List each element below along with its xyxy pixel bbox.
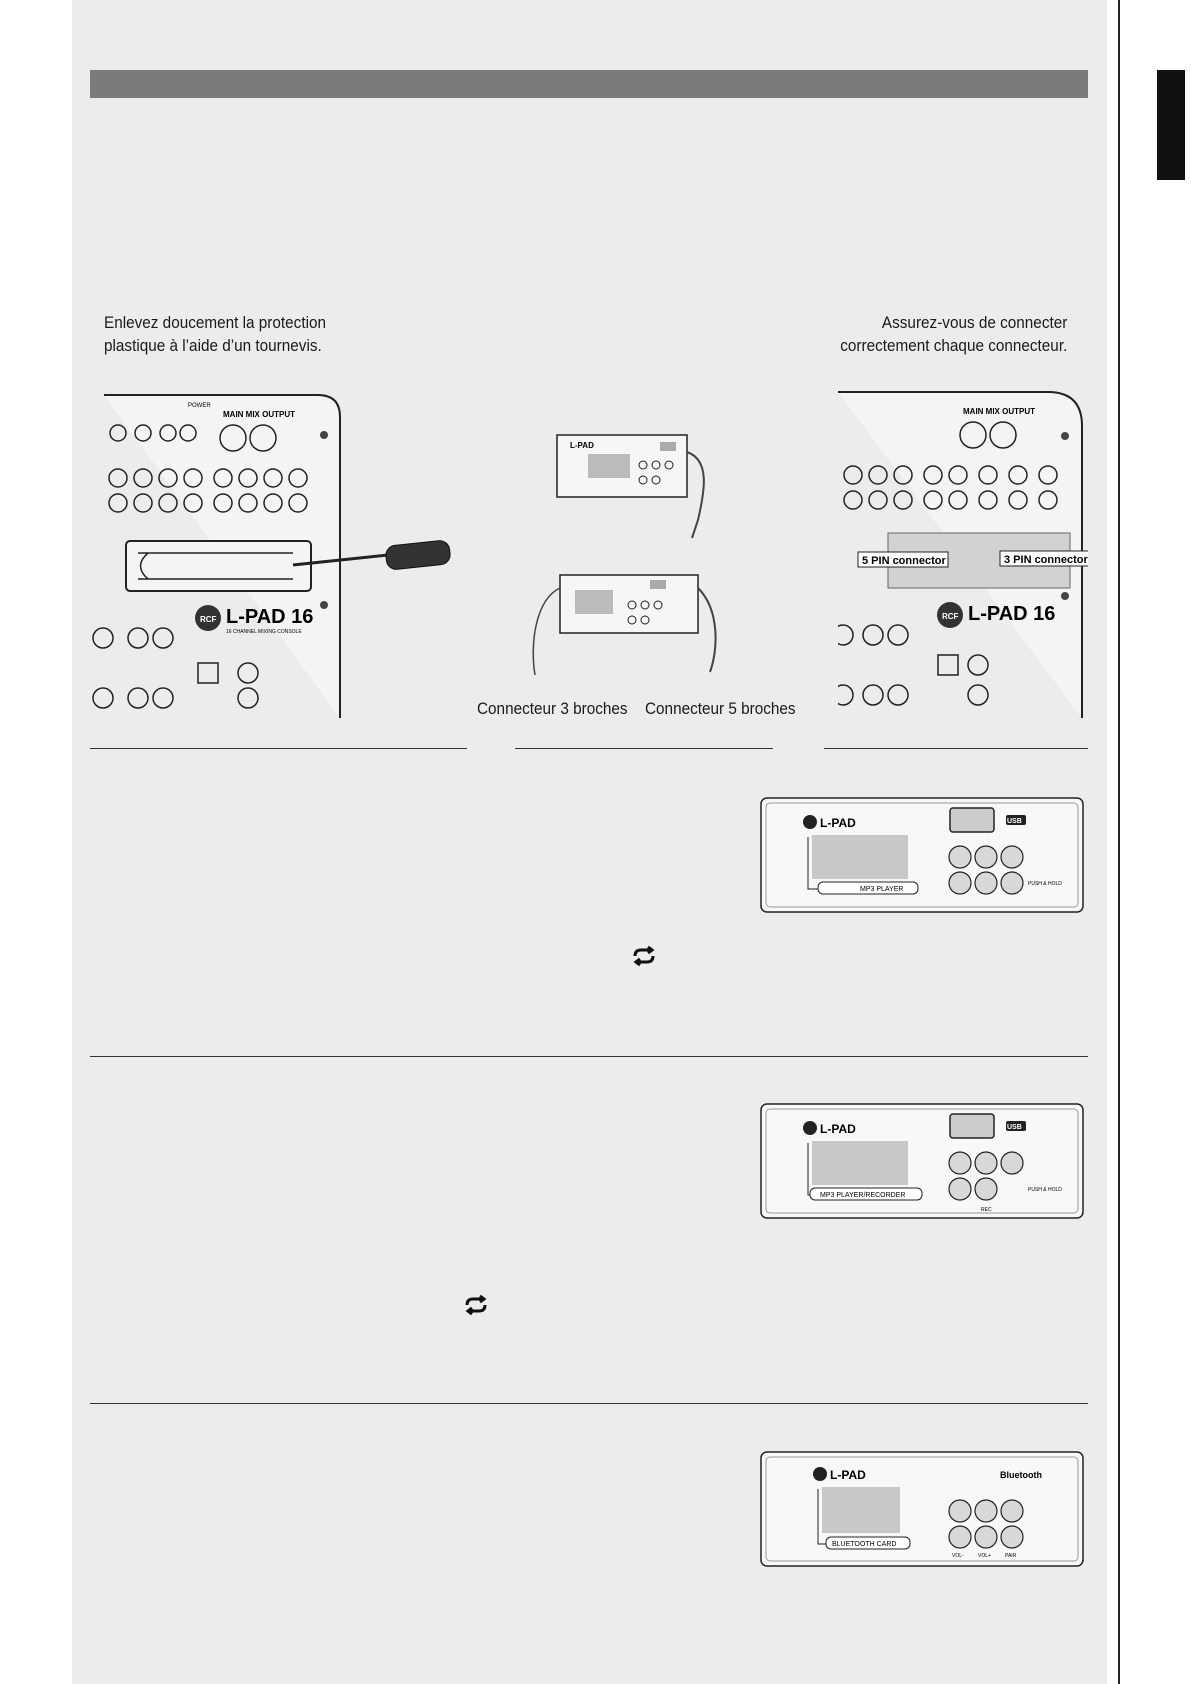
language-tab-marker: [1157, 70, 1185, 180]
console-screwdriver-illustration: MAIN MIX OUTPUT POWER RCF L-PAD 16 16 CH…: [88, 393, 470, 718]
brand-logo-text: RCF: [200, 615, 217, 624]
five-pin-connector-diagram-label: 5 PIN connector: [862, 555, 946, 567]
console-model-label: L-PAD 16: [226, 606, 313, 628]
three-pin-connector-diagram-label: 3 PIN connector: [1004, 554, 1088, 566]
connect-caption: Assurez-vous de connecter correctement c…: [840, 311, 1067, 357]
card-brand: L-PAD: [820, 816, 856, 830]
caption-line: plastique à l’aide d’un tournevis.: [104, 336, 322, 355]
main-mix-output-label: MAIN MIX OUTPUT: [963, 407, 1035, 416]
card-brand: L-PAD: [830, 1468, 866, 1482]
repeat-icon: [633, 945, 655, 967]
brand-logo-text: RCF: [942, 612, 959, 621]
console-model-label: L-PAD 16: [968, 603, 1055, 625]
usb-label: USB: [1007, 818, 1022, 825]
caption-line: correctement chaque connecteur.: [839, 336, 1067, 355]
main-mix-output-label: MAIN MIX OUTPUT: [223, 410, 295, 419]
divider-line: [90, 1403, 1088, 1404]
divider-line: [90, 1056, 1088, 1057]
card-name-label: MP3 PLAYER: [860, 886, 903, 893]
caption-line: Assurez-vous de connecter: [881, 313, 1067, 332]
usb-label: USB: [1007, 1124, 1022, 1131]
divider-line: [515, 748, 773, 749]
section-header-bar: [90, 70, 1088, 98]
vol-plus-label: VOL+: [978, 1553, 991, 1559]
push-hold-label: PUSH & HOLD: [1028, 1187, 1062, 1193]
vol-minus-label: VOL-: [952, 1553, 964, 1559]
five-pin-connector-label: Connecteur 5 broches: [645, 699, 796, 718]
card-name-label: BLUETOOTH CARD: [832, 1541, 896, 1548]
remove-cover-caption: Enlevez doucement la protection plastiqu…: [104, 311, 326, 357]
card-brand: L-PAD: [820, 1122, 856, 1136]
push-hold-label: PUSH & HOLD: [1028, 881, 1062, 887]
bluetooth-card-illustration: L-PAD Bluetooth BLUETOOTH CARD VOL- VOL+…: [760, 1451, 1084, 1567]
mp3-player-card-illustration: L-PAD MP3 PLAYER USB PUSH & HOLD: [760, 797, 1084, 913]
mp3-recorder-card-illustration: L-PAD MP3 PLAYER/RECORDER USB REC PUSH &…: [760, 1103, 1084, 1219]
three-pin-connector-label: Connecteur 3 broches: [477, 699, 628, 718]
rec-label: REC: [981, 1207, 992, 1213]
repeat-icon: [465, 1294, 487, 1316]
pair-label: PAIR: [1005, 1553, 1017, 1559]
caption-line: Enlevez doucement la protection: [104, 313, 326, 332]
divider-line: [90, 748, 467, 749]
console-connectors-illustration: MAIN MIX OUTPUT 5 PIN connector 3 PIN co…: [838, 391, 1088, 718]
page-edge-rule: [1118, 0, 1120, 1684]
expansion-cards-illustration: L-PAD: [532, 434, 717, 676]
divider-line: [824, 748, 1088, 749]
power-label: POWER: [188, 403, 211, 409]
console-subtitle: 16 CHANNEL MIXING CONSOLE: [226, 629, 302, 635]
bluetooth-logo-label: Bluetooth: [1000, 1470, 1042, 1480]
card-brand: L-PAD: [570, 441, 594, 450]
card-name-label: MP3 PLAYER/RECORDER: [820, 1192, 905, 1199]
